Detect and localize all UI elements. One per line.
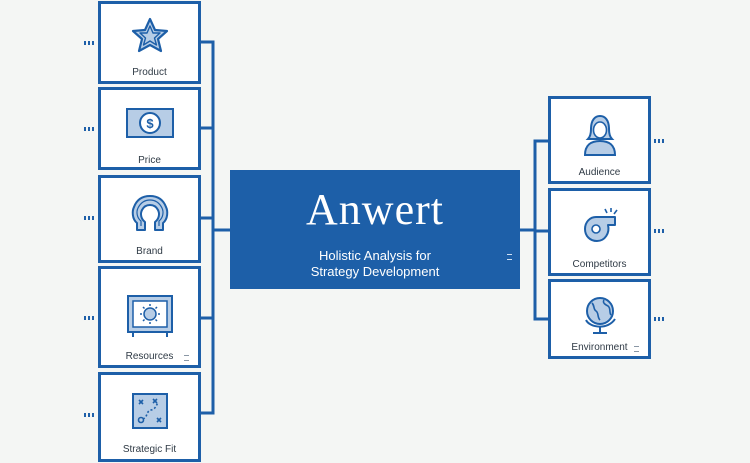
node-label: Brand <box>136 246 163 257</box>
brand-logo: Anwert <box>306 185 444 234</box>
node-competitors[interactable]: Competitors <box>548 188 651 276</box>
central-subtitle: Holistic Analysis for Strategy Developme… <box>230 248 520 280</box>
node-label: Resources <box>125 351 174 362</box>
collapse-handle-environment[interactable] <box>654 317 664 321</box>
star-icon <box>131 17 168 53</box>
node-label: Product <box>132 67 167 78</box>
node-label: Price <box>138 155 161 166</box>
note-icon <box>507 254 512 260</box>
node-strategic-fit[interactable]: Strategic Fit <box>98 372 201 462</box>
node-label: Audience <box>578 167 621 178</box>
node-resources[interactable]: Resources <box>98 266 201 368</box>
note-icon <box>184 355 189 361</box>
note-icon <box>634 346 639 352</box>
collapse-handle-price[interactable] <box>84 127 94 131</box>
node-label: Environment <box>571 342 628 353</box>
whistle-icon <box>583 208 618 242</box>
collapse-handle-resources[interactable] <box>84 316 94 320</box>
safe-icon <box>126 295 173 337</box>
node-brand[interactable]: Brand <box>98 175 201 263</box>
left-connector-trunk <box>200 40 215 415</box>
person-icon <box>583 114 616 156</box>
collapse-handle-audience[interactable] <box>654 139 664 143</box>
strategy-map-icon <box>131 393 168 429</box>
node-audience[interactable]: Audience <box>548 96 651 184</box>
globe-icon <box>584 297 616 334</box>
subtitle-line-1: Holistic Analysis for <box>319 248 431 263</box>
svg-text:$: $ <box>146 116 154 131</box>
node-product[interactable]: Product <box>98 1 201 84</box>
dollar-bill-icon: $ <box>125 108 174 138</box>
collapse-handle-competitors[interactable] <box>654 229 664 233</box>
central-topic[interactable]: Anwert Holistic Analysis for Strategy De… <box>230 170 520 289</box>
node-price[interactable]: $ Price <box>98 87 201 170</box>
node-label: Competitors <box>572 259 627 270</box>
subtitle-line-2: Strategy Development <box>310 264 440 279</box>
collapse-handle-brand[interactable] <box>84 216 94 220</box>
node-environment[interactable]: Environment <box>548 279 651 359</box>
node-label: Strategic Fit <box>122 444 177 455</box>
collapse-handle-product[interactable] <box>84 41 94 45</box>
collapse-handle-strategic-fit[interactable] <box>84 413 94 417</box>
horseshoe-icon <box>131 195 168 231</box>
